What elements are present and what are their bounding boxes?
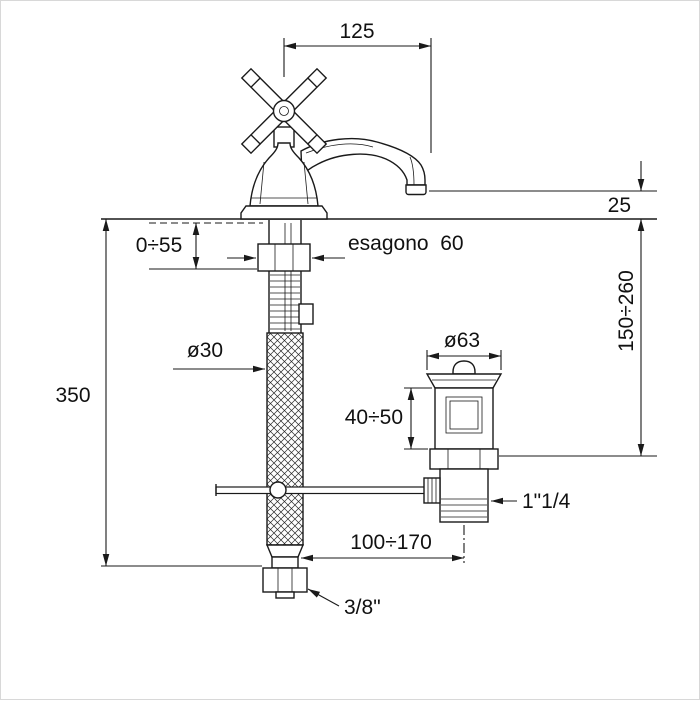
dim-supply-thread: 3/8" (307, 588, 381, 619)
handle-hub (272, 99, 296, 123)
hose-nut-stub (275, 591, 295, 599)
dim-label-rod-reach: 100÷170 (350, 531, 432, 554)
aerator (405, 184, 427, 196)
hose-taper (265, 544, 305, 558)
tailpiece-threads (441, 498, 487, 518)
spout-highlight-line (305, 143, 374, 154)
dim-hex-size: esagono 60 (227, 232, 464, 262)
faucet-body-bell (249, 142, 319, 207)
dim-label-outlet-height: 25 (608, 194, 631, 217)
faucet-mixer (240, 67, 427, 220)
drain-window-outer (445, 396, 483, 434)
handle-tip (306, 133, 328, 155)
drain-window-inner (449, 400, 479, 430)
dim-label-hex-size: esagono 60 (348, 232, 464, 255)
dim-label-drain-thread: 1"1/4 (522, 490, 571, 513)
dim-label-deck-thickness: 0÷55 (136, 234, 183, 257)
braided-hose (266, 332, 304, 546)
dim-label-hose-length: 350 (55, 384, 90, 407)
dim-drain-flange-diameter: ø63 (426, 329, 502, 370)
dim-drain-depth: 150÷260 (499, 219, 657, 457)
dim-label-supply-thread: 3/8" (344, 596, 381, 619)
dim-deck-thickness: 0÷55 (136, 222, 263, 270)
spout-outlet-line (409, 156, 415, 186)
dim-label-drain-flange: ø63 (444, 329, 480, 352)
handle-tip (306, 67, 328, 89)
drain-lock-nut (429, 448, 499, 470)
dim-rod-reach: 100÷170 (301, 531, 464, 562)
dim-outlet-height: 25 (608, 161, 645, 217)
handle-hub-cap (279, 106, 289, 116)
mounting-hex-nut (257, 243, 311, 272)
dim-label-drain-depth: 150÷260 (615, 270, 638, 352)
mounting-deck-line (101, 190, 657, 220)
dim-label-spout-reach: 125 (339, 20, 374, 43)
body-facet-line (303, 161, 309, 205)
hose-collar (271, 556, 299, 569)
leader-arrow (307, 588, 340, 607)
drain-tailpiece (439, 468, 489, 523)
supply-hose-assembly (257, 220, 314, 599)
dim-drain-body-height: 40÷50 (345, 387, 432, 450)
rod-ball-joint (269, 481, 287, 499)
hose-end-nut-3-8 (262, 567, 308, 593)
pop-up-drain (423, 360, 503, 563)
dim-drain-thread: 1"1/4 (491, 490, 571, 513)
drain-flange (425, 373, 503, 389)
drain-body (434, 387, 494, 450)
rod-horizontal (215, 486, 432, 495)
rod-guide-block (298, 303, 314, 325)
shank-threads (270, 274, 300, 330)
dim-label-drain-body-height: 40÷50 (345, 406, 403, 429)
dim-spout-reach: 125 (283, 20, 432, 153)
cross-handle (240, 67, 328, 155)
faucet-base-plate (240, 205, 328, 220)
pop-up-rod (215, 481, 432, 499)
handle-tip (240, 67, 262, 89)
drain-knob (452, 360, 476, 375)
dim-label-hole-diameter: ø30 (187, 339, 223, 362)
body-facet-line (259, 161, 265, 205)
handle-tip (240, 133, 262, 155)
dim-hole-diameter: ø30 (173, 339, 265, 373)
dim-hose-length: 350 (55, 219, 262, 567)
